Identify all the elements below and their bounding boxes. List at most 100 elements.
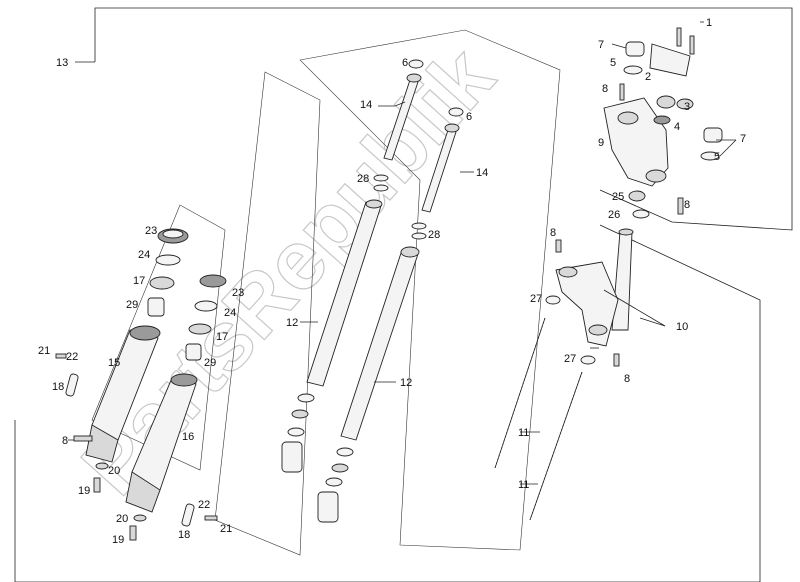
lower-triple-clamp [555, 261, 619, 347]
bolt-8-stem-a [555, 239, 562, 253]
callout-5-top: 5 [610, 57, 616, 69]
callout-29-left: 29 [126, 299, 138, 311]
ring-28-right-b [411, 232, 427, 240]
washer-27-left [545, 295, 561, 305]
callout-24-right: 24 [224, 307, 236, 319]
drain-18-left [65, 373, 79, 397]
upper-clamp-hole [617, 111, 639, 125]
handlebar-clamp-2 [649, 43, 691, 77]
cap-6-right [448, 107, 464, 117]
callout-27-left: 27 [530, 293, 542, 305]
callout-15: 15 [108, 357, 120, 369]
watermark-text: PartsRepublik [64, 29, 512, 512]
callout-5-right: 5 [714, 151, 720, 163]
lower-clamp-hole-right [588, 324, 608, 336]
bolt-8-clamp-lower [677, 197, 684, 215]
callout-7-top: 7 [598, 39, 604, 51]
ring-28-left-a [373, 174, 389, 182]
bush-left [147, 297, 165, 317]
assembly-outline-lower [14, 224, 761, 582]
callout-14-right: 14 [476, 167, 488, 179]
callout-21-right: 21 [220, 523, 232, 535]
callout-8-clamp: 8 [602, 83, 608, 95]
callout-20-right: 20 [116, 513, 128, 525]
callout-8-stem: 8 [550, 227, 556, 239]
circlip-right [194, 300, 218, 312]
slider-16-foot [125, 471, 161, 513]
callout-19-right: 19 [112, 534, 124, 546]
slider-15-top [129, 325, 161, 341]
spacer-left-2 [291, 409, 309, 419]
assembly-outline [94, 7, 793, 231]
callout-23-right: 23 [232, 287, 244, 299]
callout-8-slider: 8 [62, 435, 68, 447]
spacer-right-2 [331, 463, 349, 473]
callout-7-right: 7 [740, 133, 746, 145]
callout-9: 9 [598, 137, 604, 149]
tube-right-lower [317, 491, 339, 523]
group-box-center-tubes [299, 29, 561, 551]
callout-12-left: 12 [286, 317, 298, 329]
oil-seal-left [149, 276, 175, 290]
oil-seal-right [188, 323, 212, 335]
spacer-left-3 [287, 427, 305, 437]
callout-22-left: 22 [66, 351, 78, 363]
cap-7-right [703, 127, 723, 143]
lower-clamp-hole-left [558, 266, 578, 278]
bolt-8-left [73, 435, 93, 442]
slider-16-top [170, 373, 198, 387]
spacer-right-3 [325, 477, 343, 487]
callout-29-right: 29 [204, 357, 216, 369]
callout-4: 4 [674, 121, 680, 133]
seal-3 [676, 98, 694, 110]
ring-4 [653, 115, 671, 125]
callout-13: 13 [56, 57, 68, 69]
drain-18-right [181, 503, 195, 527]
bolt-21-right [204, 515, 218, 521]
screw-19-left [93, 477, 101, 493]
bearing-25 [628, 190, 646, 202]
circlip-left [155, 254, 181, 266]
callout-17-left: 17 [133, 275, 145, 287]
steering-stem-top [618, 228, 634, 236]
seal-26 [632, 209, 650, 219]
callout-23-left: 23 [145, 225, 157, 237]
screw-19-right [129, 525, 137, 541]
washer-27-right [580, 355, 596, 365]
callout-28-left: 28 [357, 173, 369, 185]
ring-28-left-b [373, 184, 389, 192]
callout-20-left: 20 [108, 465, 120, 477]
spacer-left-1 [297, 393, 315, 403]
washer-5-top [623, 65, 643, 75]
ring-28-right-a [411, 222, 427, 230]
callout-11-right: 11 [518, 479, 529, 491]
dust-seal-left-inner [162, 229, 184, 239]
leader-lines [68, 21, 737, 485]
bolt-1-b [689, 35, 695, 55]
slider-15-foot [85, 424, 119, 463]
bolt-8-stem-b [613, 353, 620, 367]
callout-18-left: 18 [52, 381, 64, 393]
callout-28-right: 28 [428, 229, 440, 241]
upper-clamp-hole-lower [645, 169, 667, 183]
callout-21-left: 21 [38, 345, 50, 357]
callout-22-right: 22 [198, 499, 210, 511]
callout-3: 3 [684, 101, 690, 113]
spring-11-right [529, 371, 583, 521]
stanchion-12-left-top [365, 199, 383, 209]
callout-25: 25 [612, 191, 624, 203]
damper-rod-14-left-cap [406, 73, 422, 83]
damper-rod-14-right-cap [444, 123, 460, 133]
callout-26: 26 [608, 209, 620, 221]
callout-27-right: 27 [564, 353, 576, 365]
callout-19-left: 19 [78, 485, 90, 497]
callout-17-right: 17 [216, 331, 228, 343]
callout-1: 1 [706, 17, 712, 29]
gear-nut-3 [656, 95, 676, 109]
cap-6-left [408, 59, 424, 69]
callout-16: 16 [182, 431, 194, 443]
washer-20-left [95, 462, 109, 470]
bush-right [185, 343, 202, 361]
callout-18-right: 18 [178, 529, 190, 541]
callout-8-stem-lower: 8 [624, 373, 630, 385]
